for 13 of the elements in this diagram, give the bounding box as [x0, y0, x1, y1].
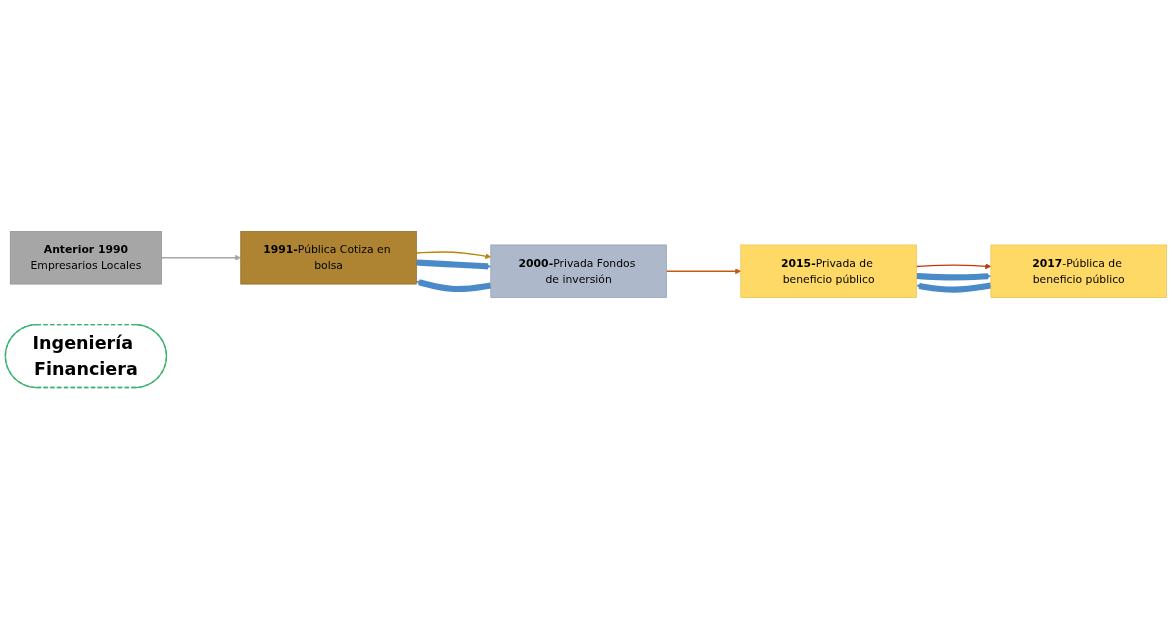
- arrow: [416, 278, 492, 292]
- arrow: [416, 259, 492, 269]
- node-box: 2000-Privada Fondos de inversión: [490, 244, 667, 298]
- node-box: 2017-Pública de beneficio público: [990, 244, 1167, 298]
- arrow: [665, 267, 742, 274]
- node-box: 1991-Pública Cotiza en bolsa: [240, 230, 417, 284]
- node-box: Anterior 1990 Empresarios Locales: [9, 230, 162, 284]
- arrow: [916, 272, 992, 280]
- arrow: [915, 262, 992, 269]
- arrow: [916, 282, 992, 293]
- arrow: [415, 250, 492, 259]
- node-box: 2015-Privada de beneficio público: [740, 244, 917, 298]
- arrow: [160, 254, 241, 261]
